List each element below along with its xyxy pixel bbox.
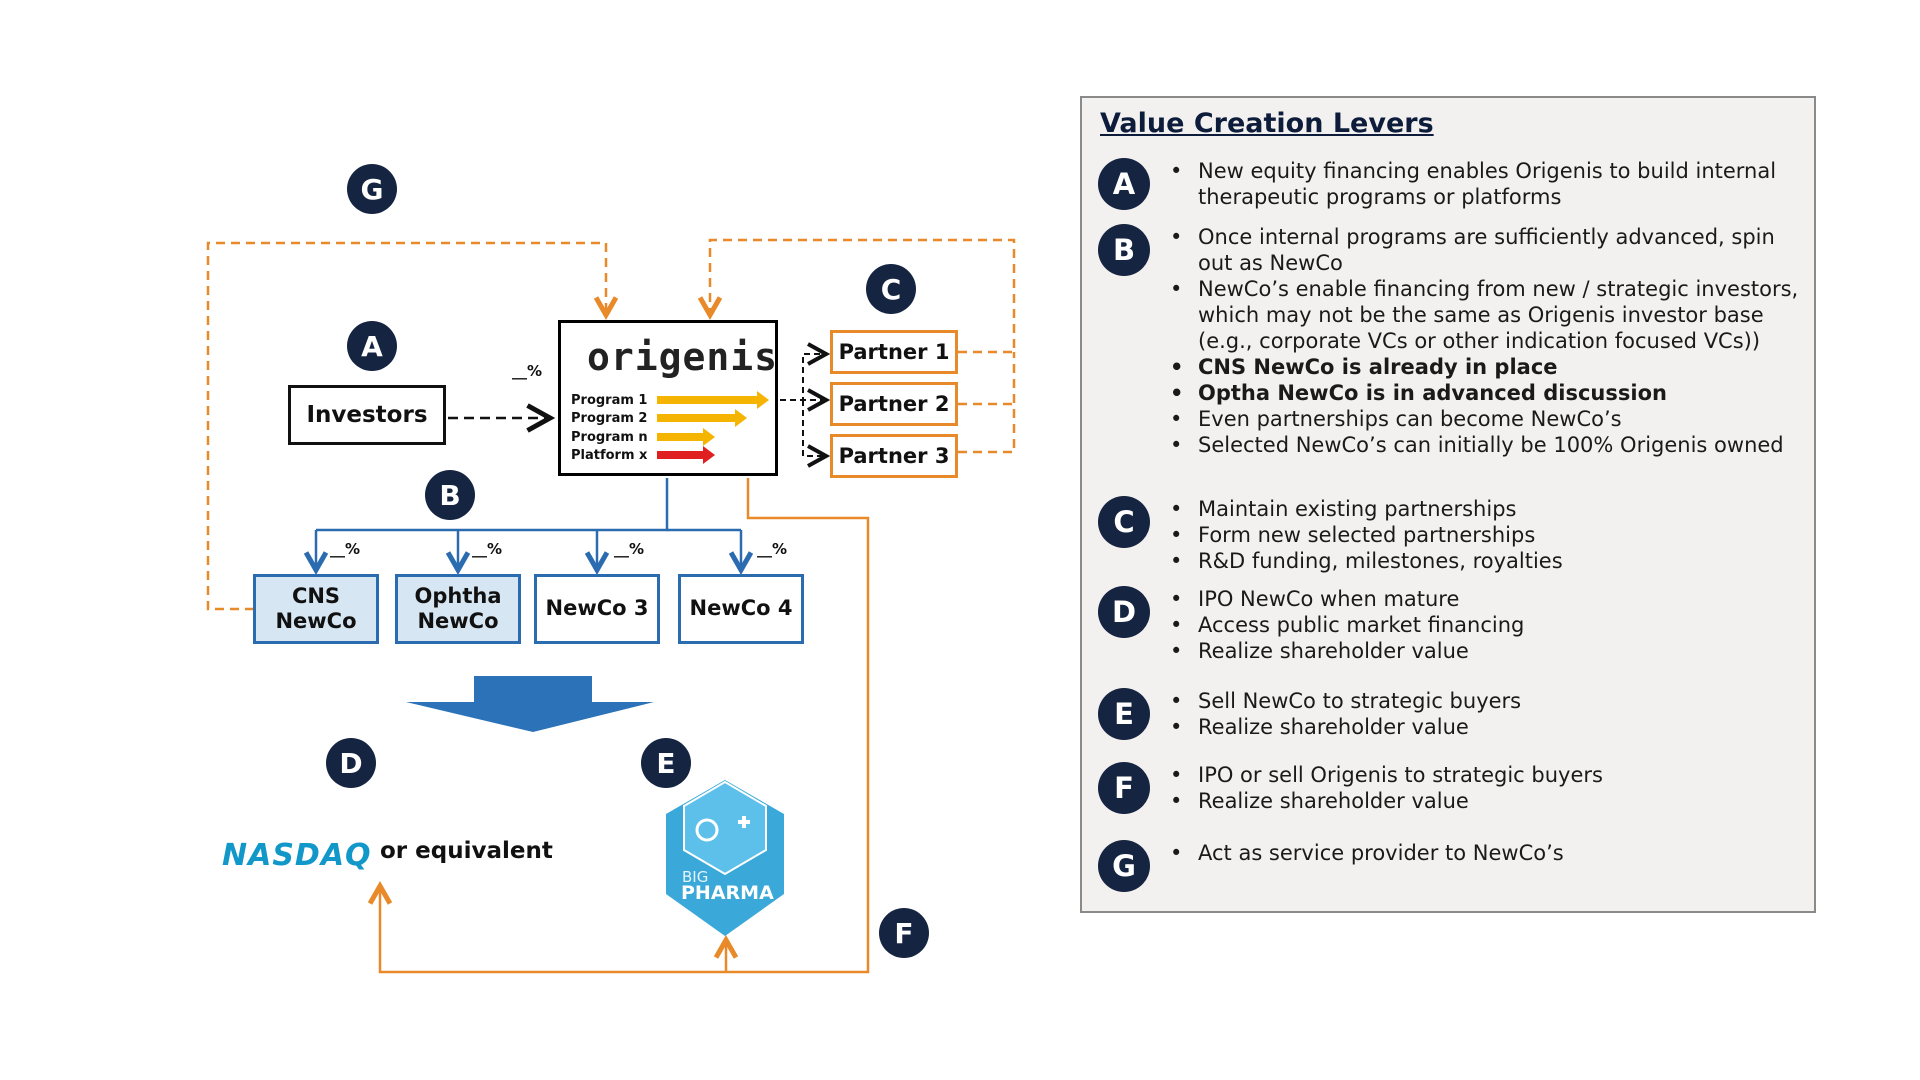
lever-bullet: CNS NewCo is already in place bbox=[1170, 354, 1810, 380]
value-creation-panel: Value Creation Levers A New equity financ… bbox=[1080, 96, 1816, 913]
to-partner3-dashed-arrow bbox=[802, 400, 826, 456]
ophtha-percent: __% bbox=[472, 540, 503, 558]
lever-f-bullets: IPO or sell Origenis to strategic buyers… bbox=[1170, 762, 1810, 814]
program-1-label: Program 1 bbox=[571, 393, 648, 408]
newco-4-box: NewCo 4 bbox=[678, 574, 804, 644]
lever-c-badge: C bbox=[1098, 496, 1150, 548]
lever-bullet: Optha NewCo is in advanced discussion bbox=[1170, 380, 1810, 406]
lever-a-bullets: New equity financing enables Origenis to… bbox=[1170, 158, 1810, 210]
investors-box: Investors bbox=[288, 385, 446, 445]
lever-bullet: Even partnerships can become NewCo’s bbox=[1170, 406, 1810, 432]
lever-bullet: Realize shareholder value bbox=[1170, 638, 1810, 664]
lever-bullet: Realize shareholder value bbox=[1170, 714, 1810, 740]
lever-e-bullets: Sell NewCo to strategic buyersRealize sh… bbox=[1170, 688, 1810, 740]
newco-tree-trunk bbox=[316, 478, 669, 532]
partner3-return-dash bbox=[958, 352, 1016, 454]
origenis-box: origenis Program 1 Program 2 Program n P… bbox=[558, 320, 778, 476]
lever-bullet: Sell NewCo to strategic buyers bbox=[1170, 688, 1810, 714]
to-partner1-dashed-arrow bbox=[780, 354, 826, 401]
cns-percent: __% bbox=[330, 540, 361, 558]
platform-x-arrow bbox=[657, 446, 715, 464]
investor-percent: __% bbox=[512, 362, 543, 380]
cns-newco-line2: NewCo bbox=[275, 609, 357, 633]
program-progress-arrows bbox=[657, 391, 769, 464]
lever-g-circle: G bbox=[347, 164, 397, 214]
lever-c-bullets: Maintain existing partnershipsForm new s… bbox=[1170, 496, 1810, 574]
platform-x-label: Platform x bbox=[571, 448, 648, 463]
newco-3-label: NewCo 3 bbox=[545, 596, 649, 621]
newco4-percent: __% bbox=[757, 540, 788, 558]
big-pharma-icon bbox=[666, 780, 784, 936]
exit-path-line bbox=[380, 478, 870, 974]
ophtha-newco-line1: Ophtha bbox=[414, 583, 502, 608]
lever-b-bullets: Once internal programs are sufficiently … bbox=[1170, 224, 1810, 458]
partner-1-box: Partner 1 bbox=[830, 330, 958, 374]
lever-g-bullets: Act as service provider to NewCo’s bbox=[1170, 840, 1810, 866]
cns-newco-line1: CNS bbox=[291, 583, 341, 608]
lever-bullet: IPO NewCo when mature bbox=[1170, 586, 1810, 612]
lever-b-circle: B bbox=[425, 470, 475, 520]
program-2-label: Program 2 bbox=[571, 411, 648, 426]
partner-loop-dashed-line bbox=[710, 238, 1016, 354]
program-n-label: Program n bbox=[571, 430, 648, 445]
lever-a-badge: A bbox=[1098, 158, 1150, 210]
lever-bullet: R&D funding, milestones, royalties bbox=[1170, 548, 1810, 574]
lever-bullet: NewCo’s enable financing from new / stra… bbox=[1170, 276, 1810, 354]
down-arrow-icon bbox=[406, 676, 654, 732]
lever-e-badge: E bbox=[1098, 688, 1150, 740]
origenis-logo: origenis bbox=[587, 335, 779, 379]
lever-bullet: Selected NewCo’s can initially be 100% O… bbox=[1170, 432, 1810, 458]
newco3-percent: __% bbox=[614, 540, 645, 558]
lever-bullet: Act as service provider to NewCo’s bbox=[1170, 840, 1810, 866]
newco-3-box: NewCo 3 bbox=[534, 574, 660, 644]
big-pharma-line1: BIG bbox=[682, 868, 709, 886]
lever-bullet: New equity financing enables Origenis to… bbox=[1170, 158, 1810, 210]
lever-bullet: IPO or sell Origenis to strategic buyers bbox=[1170, 762, 1810, 788]
lever-bullet: Maintain existing partnerships bbox=[1170, 496, 1810, 522]
newco-4-label: NewCo 4 bbox=[689, 596, 793, 621]
lever-bullet: Realize shareholder value bbox=[1170, 788, 1810, 814]
lever-f-badge: F bbox=[1098, 762, 1150, 814]
lever-c-circle: C bbox=[866, 264, 916, 314]
partner-3-box: Partner 3 bbox=[830, 434, 958, 478]
lever-d-badge: D bbox=[1098, 586, 1150, 638]
lever-f-circle: F bbox=[879, 908, 929, 958]
lever-d-bullets: IPO NewCo when matureAccess public marke… bbox=[1170, 586, 1810, 664]
lever-bullet: Once internal programs are sufficiently … bbox=[1170, 224, 1810, 276]
ophtha-newco-line2: NewCo bbox=[417, 609, 499, 633]
lever-d-circle: D bbox=[326, 738, 376, 788]
connector-lines bbox=[206, 238, 1016, 974]
lever-a-circle: A bbox=[347, 321, 397, 371]
lever-e-circle: E bbox=[641, 738, 691, 788]
lever-b-badge: B bbox=[1098, 224, 1150, 276]
lever-bullet: Form new selected partnerships bbox=[1170, 522, 1810, 548]
program-n-arrow bbox=[657, 428, 715, 446]
service-provider-dashed-line bbox=[206, 241, 606, 611]
panel-title: Value Creation Levers bbox=[1100, 108, 1434, 139]
big-pharma-line2: PHARMA bbox=[681, 882, 774, 904]
lever-bullet: Access public market financing bbox=[1170, 612, 1810, 638]
partner-2-box: Partner 2 bbox=[830, 382, 958, 426]
program-1-arrow bbox=[657, 391, 769, 409]
program-2-arrow bbox=[657, 409, 747, 427]
lever-g-badge: G bbox=[1098, 840, 1150, 892]
or-equivalent-label: or equivalent bbox=[380, 838, 553, 864]
nasdaq-logo: NASDAQ bbox=[222, 838, 372, 873]
